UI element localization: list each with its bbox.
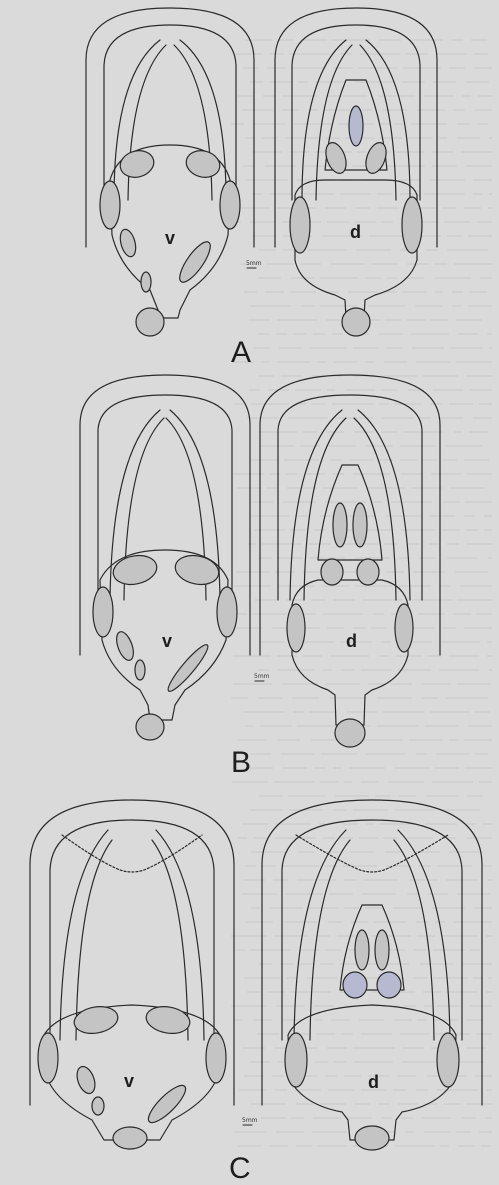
plate	[93, 587, 113, 637]
panel-label: B	[231, 746, 251, 779]
plate	[141, 272, 151, 292]
plate	[290, 197, 310, 253]
plate	[349, 106, 363, 146]
plate	[287, 604, 305, 652]
panel-b-dorsal-view: d	[260, 375, 440, 747]
plate	[343, 972, 367, 998]
panel-c-ventral-view: v 5mm	[30, 800, 258, 1149]
view-label-dorsal: d	[350, 222, 361, 242]
plate	[118, 228, 139, 259]
plate	[92, 1097, 104, 1115]
view-label-dorsal: d	[346, 631, 357, 651]
plate	[402, 197, 422, 253]
panel-a: v 5mm d A	[86, 8, 437, 369]
body-outline	[292, 580, 408, 725]
plate	[206, 1033, 226, 1083]
plate	[355, 930, 369, 970]
plate	[173, 552, 222, 589]
scale-bar-label: 5mm	[242, 1117, 258, 1124]
plate	[136, 308, 164, 336]
plate	[144, 1003, 192, 1036]
plate	[175, 238, 216, 286]
outer-outline	[260, 375, 440, 655]
plate	[220, 181, 240, 229]
plate	[357, 559, 379, 585]
cap-line	[296, 835, 448, 872]
panel-label: C	[229, 1152, 251, 1185]
plate	[135, 660, 145, 680]
plate	[72, 1003, 120, 1036]
plate	[74, 1064, 99, 1096]
cap-line	[62, 835, 202, 872]
horn-left	[302, 40, 352, 200]
panel-b-ventral-view: v 5mm	[80, 375, 270, 740]
plate	[285, 1033, 307, 1087]
scale-bar-label: 5mm	[246, 260, 262, 267]
plate	[111, 552, 160, 589]
inner-outline	[50, 820, 214, 1040]
plate	[395, 604, 413, 652]
plate	[117, 147, 157, 181]
plate	[322, 140, 350, 176]
plate	[100, 181, 120, 229]
plate	[335, 719, 365, 747]
plate	[375, 930, 389, 970]
view-label-ventral: v	[162, 631, 172, 651]
view-label-dorsal: d	[368, 1072, 379, 1092]
view-label-ventral: v	[124, 1071, 134, 1091]
panel-a-dorsal-view: d	[275, 8, 437, 336]
plate	[377, 972, 401, 998]
plate	[355, 1126, 389, 1150]
plate	[144, 1081, 191, 1128]
panel-label: A	[231, 336, 251, 369]
plate	[333, 503, 347, 547]
plate	[342, 308, 370, 336]
plate	[321, 559, 343, 585]
plate	[38, 1033, 58, 1083]
plate	[183, 147, 223, 181]
scale-bar-label: 5mm	[254, 673, 270, 680]
panel-c-dorsal-view: d	[262, 800, 482, 1150]
panel-c: v 5mm d C	[30, 800, 482, 1185]
view-label-ventral: v	[165, 228, 175, 248]
body-outline	[295, 180, 417, 318]
plate	[113, 1127, 147, 1149]
panel-a-ventral-view: v 5mm	[86, 8, 262, 336]
keel	[318, 465, 382, 560]
plate	[113, 630, 136, 663]
plate	[353, 503, 367, 547]
outer-outline	[30, 800, 234, 1105]
horn-right	[360, 40, 410, 200]
inner-outline	[282, 820, 462, 1040]
plate	[437, 1033, 459, 1087]
panel-b: v 5mm d B	[80, 375, 440, 779]
plate	[362, 140, 390, 176]
plate	[136, 714, 164, 740]
plate	[217, 587, 237, 637]
